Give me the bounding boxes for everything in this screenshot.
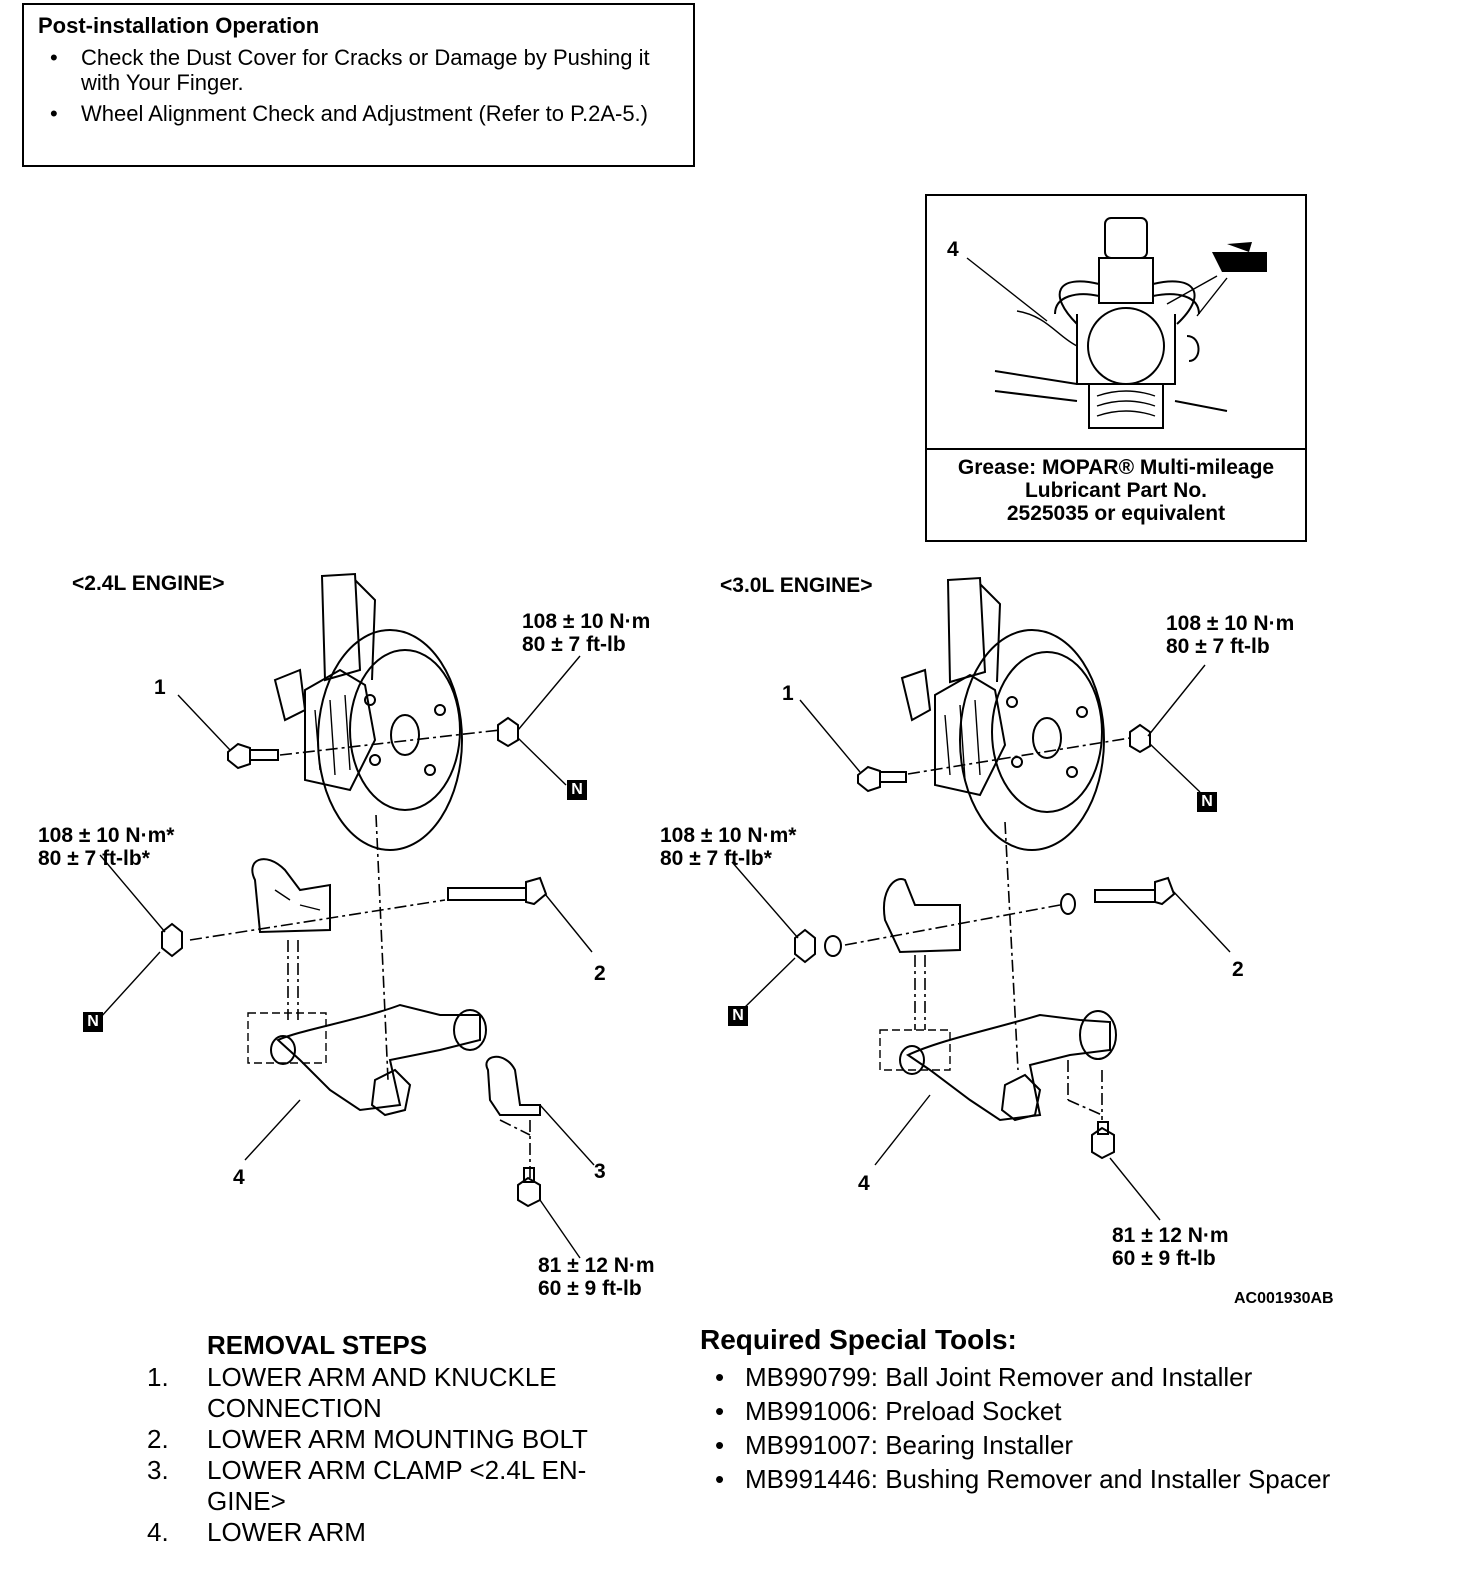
engine-24-callout-2: 2 bbox=[594, 962, 606, 985]
grease-caption-line: Lubricant Part No. bbox=[1024, 479, 1208, 502]
step-text: LOWER ARM MOUNTING BOLT bbox=[207, 1424, 588, 1454]
step-text-line: GINE> bbox=[207, 1486, 286, 1516]
engine-30-exploded-illustration bbox=[731, 576, 1231, 1221]
torque-value: 81 ± 12 N·m bbox=[1112, 1224, 1229, 1247]
engine-24-torque-mount: 108 ± 10 N·m*80 ± 7 ft-lb* bbox=[38, 824, 174, 870]
torque-value: 108 ± 10 N·m* bbox=[38, 824, 175, 847]
special-tools-heading: Required Special Tools: bbox=[700, 1324, 1017, 1355]
engine-30-torque-mount: 108 ± 10 N·m*80 ± 7 ft-lb* bbox=[660, 824, 796, 870]
torque-value: 60 ± 9 ft-lb bbox=[1112, 1247, 1216, 1270]
engine-30-n-mark-left: N bbox=[728, 1006, 748, 1026]
grease-caption-line: Grease: MOPAR® Multi-mileage bbox=[957, 456, 1275, 479]
torque-value: 80 ± 7 ft-lb* bbox=[38, 847, 150, 870]
post-installation-item: Check the Dust Cover for Cracks or Damag… bbox=[38, 45, 679, 95]
engine-24-n-mark-right: N bbox=[567, 780, 587, 800]
engine-30-callout-1: 1 bbox=[782, 682, 794, 705]
step-number: 2. bbox=[147, 1424, 169, 1454]
special-tool-item: MB990799: Ball Joint Remover and Install… bbox=[700, 1360, 1350, 1394]
engine-30-callout-2: 2 bbox=[1232, 958, 1244, 981]
engine-24-callout-1: 1 bbox=[154, 676, 166, 699]
removal-step: 2. LOWER ARM MOUNTING BOLT bbox=[147, 1424, 588, 1455]
torque-value: 80 ± 7 ft-lb bbox=[1166, 635, 1270, 658]
torque-value: 81 ± 12 N·m bbox=[538, 1254, 655, 1277]
engine-30-n-mark-right: N bbox=[1197, 792, 1217, 812]
engine-24-callout-4: 4 bbox=[233, 1166, 245, 1189]
step-text-line: LOWER ARM CLAMP <2.4L EN- bbox=[207, 1455, 587, 1485]
step-number: 1. bbox=[147, 1362, 169, 1392]
post-installation-box: Post-installation Operation Check the Du… bbox=[22, 3, 695, 167]
engine-24-heading: <2.4L ENGINE> bbox=[72, 572, 225, 595]
step-text: LOWER ARM CLAMP <2.4L EN-GINE> bbox=[207, 1455, 586, 1517]
engine-24-n-mark-left: N bbox=[83, 1012, 103, 1032]
post-installation-list: Check the Dust Cover for Cracks or Damag… bbox=[38, 45, 679, 126]
engine-30-heading: <3.0L ENGINE> bbox=[720, 574, 873, 597]
figure-code: AC001930AB bbox=[1234, 1290, 1334, 1307]
grease-caption-line: 2525035 or equivalent bbox=[1006, 502, 1226, 525]
torque-value: 80 ± 7 ft-lb bbox=[522, 633, 626, 656]
step-text-line: CONNECTION bbox=[207, 1393, 382, 1423]
torque-value: 108 ± 10 N·m bbox=[1166, 612, 1295, 635]
post-installation-title: Post-installation Operation bbox=[38, 13, 320, 38]
ball-joint-detail-illustration bbox=[966, 217, 1267, 429]
engine-24-callout-3: 3 bbox=[594, 1160, 606, 1183]
special-tools-list: MB990799: Ball Joint Remover and Install… bbox=[700, 1360, 1350, 1496]
torque-value: 80 ± 7 ft-lb* bbox=[660, 847, 772, 870]
torque-value: 108 ± 10 N·m* bbox=[660, 824, 797, 847]
step-text: LOWER ARM bbox=[207, 1517, 366, 1547]
torque-value: 108 ± 10 N·m bbox=[522, 610, 651, 633]
engine-30-callout-4: 4 bbox=[858, 1172, 870, 1195]
removal-steps-heading: REMOVAL STEPS bbox=[207, 1330, 428, 1360]
grease-inset-box: 4 Grease: MOPAR® Multi-mileage Lubricant… bbox=[925, 194, 1307, 542]
special-tool-item: MB991007: Bearing Installer bbox=[700, 1428, 1350, 1462]
removal-step: 4. LOWER ARM bbox=[147, 1517, 588, 1548]
step-number: 4. bbox=[147, 1517, 169, 1547]
grease-caption: Grease: MOPAR® Multi-mileage Lubricant P… bbox=[927, 448, 1305, 542]
step-number: 3. bbox=[147, 1455, 169, 1485]
special-tool-item: MB991446: Bushing Remover and Installer … bbox=[700, 1462, 1350, 1496]
special-tool-item: MB991006: Preload Socket bbox=[700, 1394, 1350, 1428]
removal-step: 3. LOWER ARM CLAMP <2.4L EN-GINE> bbox=[147, 1455, 588, 1517]
step-text-line: LOWER ARM AND KNUCKLE bbox=[207, 1362, 557, 1392]
engine-24-exploded-illustration bbox=[99, 572, 595, 1259]
torque-value: 60 ± 9 ft-lb bbox=[538, 1277, 642, 1300]
post-installation-item: Wheel Alignment Check and Adjustment (Re… bbox=[38, 101, 679, 126]
inset-callout-4: 4 bbox=[947, 238, 959, 261]
